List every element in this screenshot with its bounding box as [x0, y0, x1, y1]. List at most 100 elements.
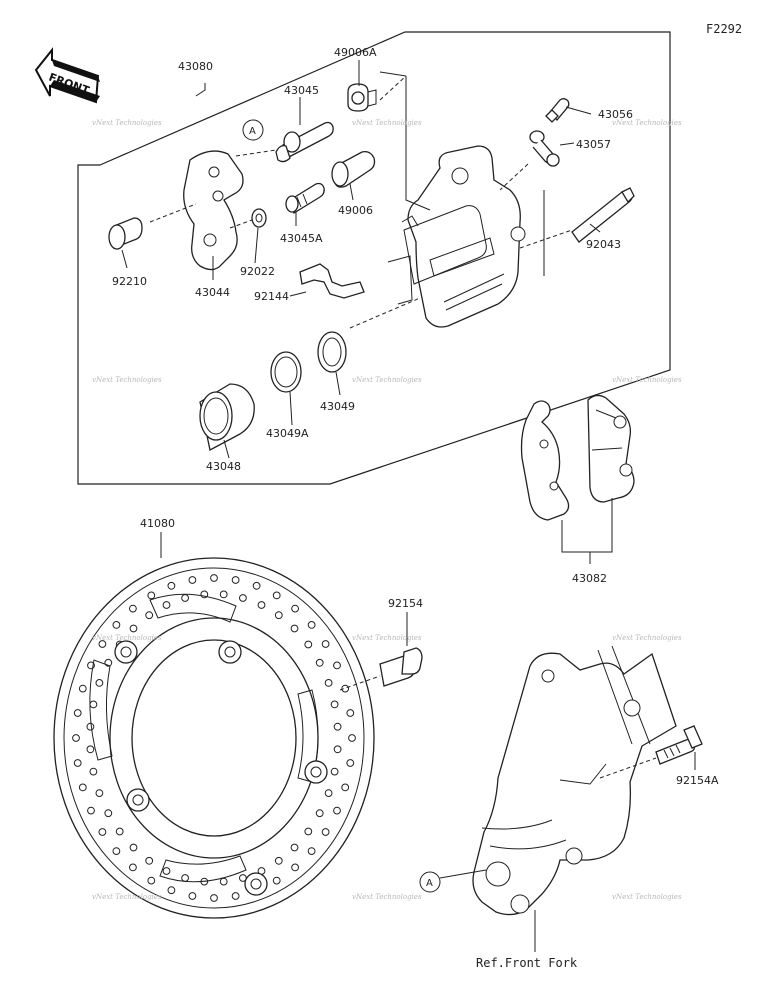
disc-vent-hole: [181, 874, 190, 882]
disc-vent-hole: [188, 892, 197, 900]
disc-vent-hole: [324, 789, 333, 797]
watermark-9: vNext Technologies: [612, 634, 682, 642]
disc-vent-hole: [78, 684, 87, 693]
brake-disc-41080[interactable]: [53, 557, 375, 919]
label-43049: 43049: [320, 400, 355, 413]
disc-vent-hole: [87, 806, 95, 815]
disc-vent-hole: [167, 886, 176, 895]
callout-a-marker: A: [242, 119, 264, 141]
disc-vent-hole: [330, 700, 339, 709]
bleeder-cap-43057[interactable]: [529, 130, 560, 167]
leader-43082: [561, 498, 613, 553]
disc-vent-hole: [291, 604, 300, 613]
disc-vent-hole: [78, 783, 87, 792]
piston-seal-43049[interactable]: [317, 331, 347, 373]
disc-vent-hole: [210, 574, 218, 582]
leader-lines-caliper: [121, 60, 601, 459]
washer-92022[interactable]: [251, 208, 267, 228]
disc-vent-hole: [115, 827, 124, 836]
pad-spring-92144[interactable]: [299, 263, 365, 299]
figure-code: F2292: [706, 22, 742, 36]
label-92043: 92043: [586, 238, 621, 251]
slide-pin-43045[interactable]: [275, 121, 334, 163]
disc-vent-hole: [219, 877, 228, 886]
disc-vent-hole: [291, 863, 300, 872]
callout-a-fork-label: A: [426, 878, 433, 889]
disc-vent-hole: [112, 621, 121, 629]
disc-vent-hole: [341, 783, 350, 792]
disc-vent-hole: [86, 722, 95, 731]
disc-vent-hole: [89, 700, 98, 709]
disc-vent-hole: [162, 867, 171, 875]
disc-vent-hole: [112, 847, 121, 855]
disc-vent-hole: [272, 591, 281, 600]
watermark-5: vNext Technologies: [352, 376, 422, 384]
disc-vent-holes: [72, 574, 356, 902]
bushing-92210[interactable]: [108, 217, 143, 250]
disc-bolt-92154[interactable]: [379, 647, 423, 687]
label-43045: 43045: [284, 84, 319, 97]
disc-vent-hole: [346, 709, 355, 717]
piston-43048[interactable]: [199, 383, 255, 451]
disc-vent-hole: [304, 827, 313, 836]
label-92022: 92022: [240, 265, 275, 278]
disc-vent-hole: [257, 601, 266, 609]
disc-vent-hole: [129, 863, 137, 872]
disc-vent-hole: [304, 640, 313, 649]
watermark-6: vNext Technologies: [612, 376, 682, 384]
disc-vent-hole: [252, 581, 261, 590]
label-92154: 92154: [388, 597, 423, 610]
disc-vent-hole: [145, 856, 154, 865]
disc-vent-hole: [167, 581, 176, 590]
disc-vent-hole: [239, 594, 247, 602]
watermark-11: vNext Technologies: [352, 893, 422, 901]
caliper-bracket-43044[interactable]: [183, 150, 244, 271]
disc-vent-hole: [321, 828, 330, 836]
label-92154a: 92154A: [676, 774, 719, 787]
brake-pads-43082[interactable]: [520, 394, 635, 521]
disc-mount-bosses: [114, 640, 328, 896]
caliper-assembly-frame: [77, 31, 671, 485]
disc-vent-hole: [330, 767, 339, 776]
disc-vent-hole: [341, 684, 350, 693]
disc-vent-hole: [162, 601, 171, 609]
label-49006: 49006: [338, 204, 373, 217]
label-43049a: 43049A: [266, 427, 309, 440]
disc-vent-hole: [89, 767, 98, 776]
boot-49006[interactable]: [331, 150, 376, 188]
disc-vent-hole: [72, 734, 80, 742]
watermark-7: vNext Technologies: [92, 634, 162, 642]
caliper-body[interactable]: [401, 145, 526, 328]
watermarks: vNext Technologies vNext Technologies vN…: [92, 119, 682, 901]
disc-vent-hole: [324, 679, 333, 687]
disc-vent-hole: [315, 809, 324, 818]
disc-vent-hole: [86, 745, 95, 754]
boot-49006a[interactable]: [347, 83, 377, 112]
disc-vent-hole: [274, 611, 283, 620]
disc-vent-hole: [307, 621, 316, 629]
disc-vent-hole: [290, 843, 299, 852]
ref-front-fork-label: Ref.Front Fork: [476, 956, 578, 970]
disc-vent-hole: [333, 722, 342, 731]
disc-vent-hole: [231, 892, 240, 900]
caliper-bolt-92154a[interactable]: [655, 725, 703, 765]
dust-seal-43049a[interactable]: [270, 351, 302, 393]
front-fork-leg[interactable]: [472, 645, 677, 916]
watermark-1: vNext Technologies: [92, 119, 162, 127]
label-41080: 41080: [140, 517, 175, 530]
pad-pin-92043[interactable]: [571, 187, 635, 243]
watermark-8: vNext Technologies: [352, 634, 422, 642]
disc-vent-hole: [145, 611, 154, 620]
slide-pin-43045a[interactable]: [285, 182, 325, 214]
label-43057: 43057: [576, 138, 611, 151]
disc-vent-hole: [274, 856, 283, 865]
label-43048: 43048: [206, 460, 241, 473]
disc-vent-hole: [95, 679, 104, 687]
label-92210: 92210: [112, 275, 147, 288]
disc-vent-hole: [333, 745, 342, 754]
bleeder-valve-43056[interactable]: [545, 98, 570, 123]
disc-vent-hole: [188, 576, 197, 584]
label-43044: 43044: [195, 286, 230, 299]
disc-vent-hole: [129, 604, 137, 613]
